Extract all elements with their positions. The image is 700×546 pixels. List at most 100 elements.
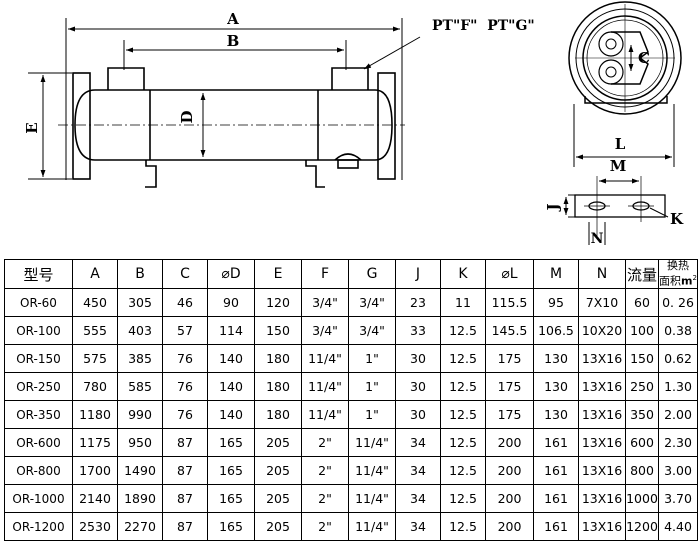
table-cell: 575 bbox=[72, 344, 118, 373]
model-cell: OR-350 bbox=[4, 400, 73, 429]
table-cell: 0.38 bbox=[658, 316, 698, 345]
right-nozzle bbox=[331, 67, 369, 90]
foot-plan-view bbox=[568, 176, 666, 238]
table-cell: 1700 bbox=[72, 456, 118, 485]
table-cell: 7X10 bbox=[578, 288, 626, 317]
table-cell: 2270 bbox=[117, 512, 163, 541]
table-cell: 205 bbox=[254, 512, 302, 541]
dimension-label-b: B bbox=[227, 32, 240, 50]
table-cell: 13X16 bbox=[578, 400, 626, 429]
table-cell: 13X16 bbox=[578, 512, 626, 541]
table-cell: 145.5 bbox=[485, 316, 534, 345]
table-cell: 87 bbox=[162, 456, 208, 485]
column-header-area: 换热面积m2 bbox=[658, 259, 698, 289]
column-header-j: J bbox=[395, 259, 441, 289]
dimension-n bbox=[588, 222, 606, 245]
table-cell: 130 bbox=[533, 372, 579, 401]
table-cell: 180 bbox=[254, 400, 302, 429]
table-cell: 46 bbox=[162, 288, 208, 317]
table-cell: 115.5 bbox=[485, 288, 534, 317]
table-cell: 34 bbox=[395, 484, 441, 513]
model-cell: OR-1200 bbox=[4, 512, 73, 541]
table-cell: 1490 bbox=[117, 456, 163, 485]
column-header-k: K bbox=[440, 259, 486, 289]
table-cell: 76 bbox=[162, 400, 208, 429]
table-cell: 585 bbox=[117, 372, 163, 401]
table-cell: 1" bbox=[348, 372, 396, 401]
table-cell: 11/4" bbox=[301, 400, 349, 429]
table-cell: 106.5 bbox=[533, 316, 579, 345]
table-cell: 57 bbox=[162, 316, 208, 345]
table-cell: 150 bbox=[254, 316, 302, 345]
dimension-k-leader bbox=[649, 207, 669, 218]
dimension-label-l: L bbox=[615, 135, 626, 153]
table-cell: 990 bbox=[117, 400, 163, 429]
table-cell: 23 bbox=[395, 288, 441, 317]
table-cell: 555 bbox=[72, 316, 118, 345]
table-cell: 30 bbox=[395, 372, 441, 401]
dimension-e bbox=[28, 72, 72, 180]
area-header-line1: 换热 bbox=[667, 259, 689, 273]
model-cell: OR-150 bbox=[4, 344, 73, 373]
table-cell: 0.62 bbox=[658, 344, 698, 373]
dimension-label-m: M bbox=[610, 157, 627, 175]
table-cell: 10X20 bbox=[578, 316, 626, 345]
table-cell: 2140 bbox=[72, 484, 118, 513]
table-cell: 87 bbox=[162, 428, 208, 457]
table-cell: 2" bbox=[301, 428, 349, 457]
column-header-l: ⌀L bbox=[485, 259, 534, 289]
area-header-sup: 2 bbox=[692, 274, 697, 283]
dimension-b bbox=[123, 40, 347, 70]
table-cell: 12.5 bbox=[440, 372, 486, 401]
port-label: PT"F" PT"G" bbox=[432, 18, 535, 34]
table-cell: 12.5 bbox=[440, 428, 486, 457]
table-cell: 1.30 bbox=[658, 372, 698, 401]
table-cell: 130 bbox=[533, 344, 579, 373]
table-cell: 3/4" bbox=[348, 316, 396, 345]
table-cell: 403 bbox=[117, 316, 163, 345]
table-cell: 34 bbox=[395, 456, 441, 485]
port-leader bbox=[363, 36, 421, 70]
table-cell: 30 bbox=[395, 400, 441, 429]
table-cell: 11/4" bbox=[348, 512, 396, 541]
table-cell: 12.5 bbox=[440, 456, 486, 485]
table-cell: 800 bbox=[625, 456, 659, 485]
model-cell: OR-800 bbox=[4, 456, 73, 485]
table-cell: 13X16 bbox=[578, 428, 626, 457]
table-cell: 1175 bbox=[72, 428, 118, 457]
table-cell: 90 bbox=[207, 288, 255, 317]
left-foot bbox=[145, 160, 157, 188]
column-header-b: B bbox=[117, 259, 163, 289]
column-header-e: E bbox=[254, 259, 302, 289]
table-cell: 34 bbox=[395, 512, 441, 541]
table-cell: 1200 bbox=[625, 512, 659, 541]
table-cell: 120 bbox=[254, 288, 302, 317]
table-cell: 12.5 bbox=[440, 316, 486, 345]
table-cell: 161 bbox=[533, 512, 579, 541]
table-cell: 161 bbox=[533, 456, 579, 485]
table-cell: 11/4" bbox=[348, 456, 396, 485]
table-cell: 161 bbox=[533, 428, 579, 457]
table-cell: 200 bbox=[485, 456, 534, 485]
table-cell: 0. 26 bbox=[658, 288, 698, 317]
right-flange bbox=[377, 72, 396, 180]
table-cell: 2" bbox=[301, 512, 349, 541]
table-cell: 950 bbox=[117, 428, 163, 457]
model-cell: OR-100 bbox=[4, 316, 73, 345]
table-cell: 13X16 bbox=[578, 456, 626, 485]
table-cell: 205 bbox=[254, 484, 302, 513]
table-cell: 3/4" bbox=[348, 288, 396, 317]
table-cell: 2.00 bbox=[658, 400, 698, 429]
table-cell: 2.30 bbox=[658, 428, 698, 457]
table-cell: 33 bbox=[395, 316, 441, 345]
model-cell: OR-1000 bbox=[4, 484, 73, 513]
column-header-flow: 流量 bbox=[625, 259, 659, 289]
